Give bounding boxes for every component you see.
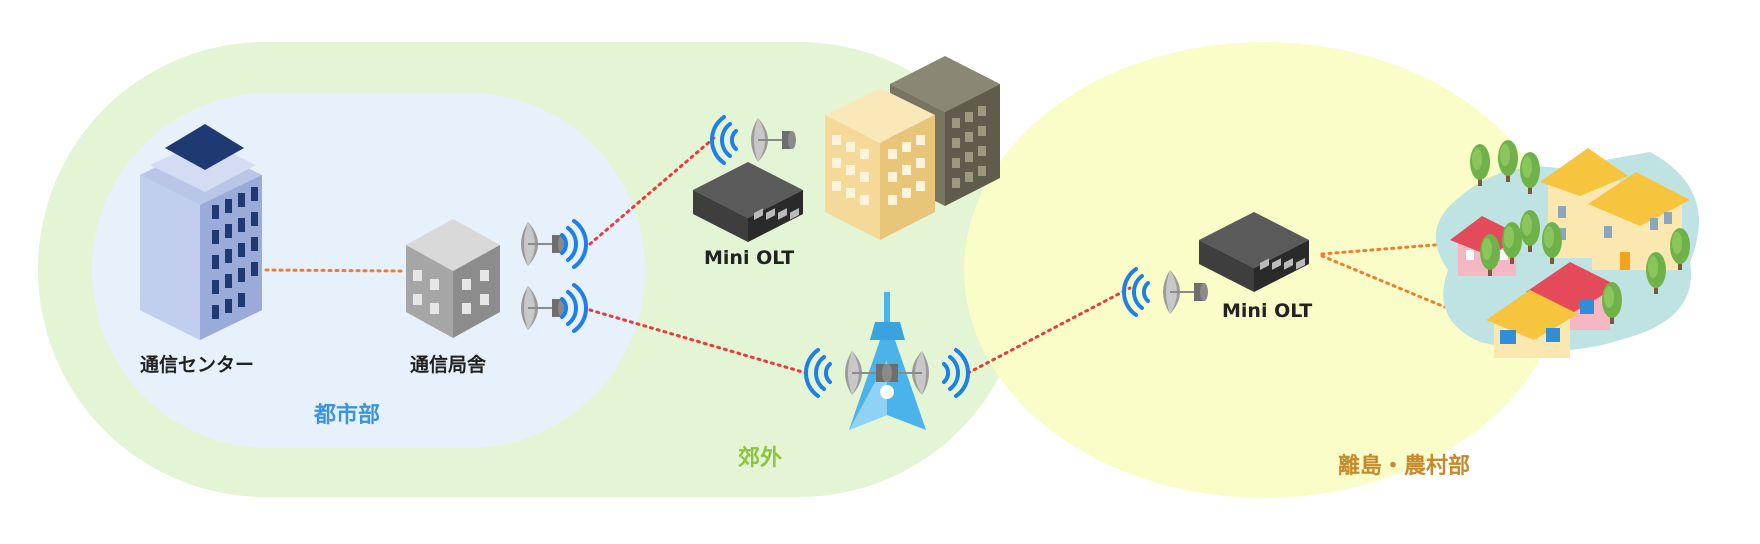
office-building-icon: [140, 124, 262, 340]
wireless-link-office-tower: [588, 308, 808, 375]
apartment-building-icon: [825, 88, 935, 240]
wired-link-olt2-houses-2: [1320, 254, 1454, 312]
zone-label-urban: 都市部: [314, 403, 381, 428]
zone-label-remote: 離島・農村部: [1338, 454, 1471, 479]
wired-link-olt2-houses-1: [1320, 242, 1448, 256]
office-label: 通信局舎: [410, 354, 487, 376]
zone-label-suburb: 郊外: [738, 446, 783, 471]
wireless-link-office-olt1: [588, 136, 716, 246]
mini-olt-1-label: Mini OLT: [704, 247, 795, 269]
telecom-office-icon: [406, 219, 500, 338]
center-label: 通信センター: [140, 354, 255, 376]
wired-link-center-office: [264, 268, 406, 273]
village-houses-icon: [1435, 148, 1699, 358]
mini-olt-2-label: Mini OLT: [1222, 300, 1313, 322]
wireless-link-tower-olt2: [966, 286, 1132, 375]
